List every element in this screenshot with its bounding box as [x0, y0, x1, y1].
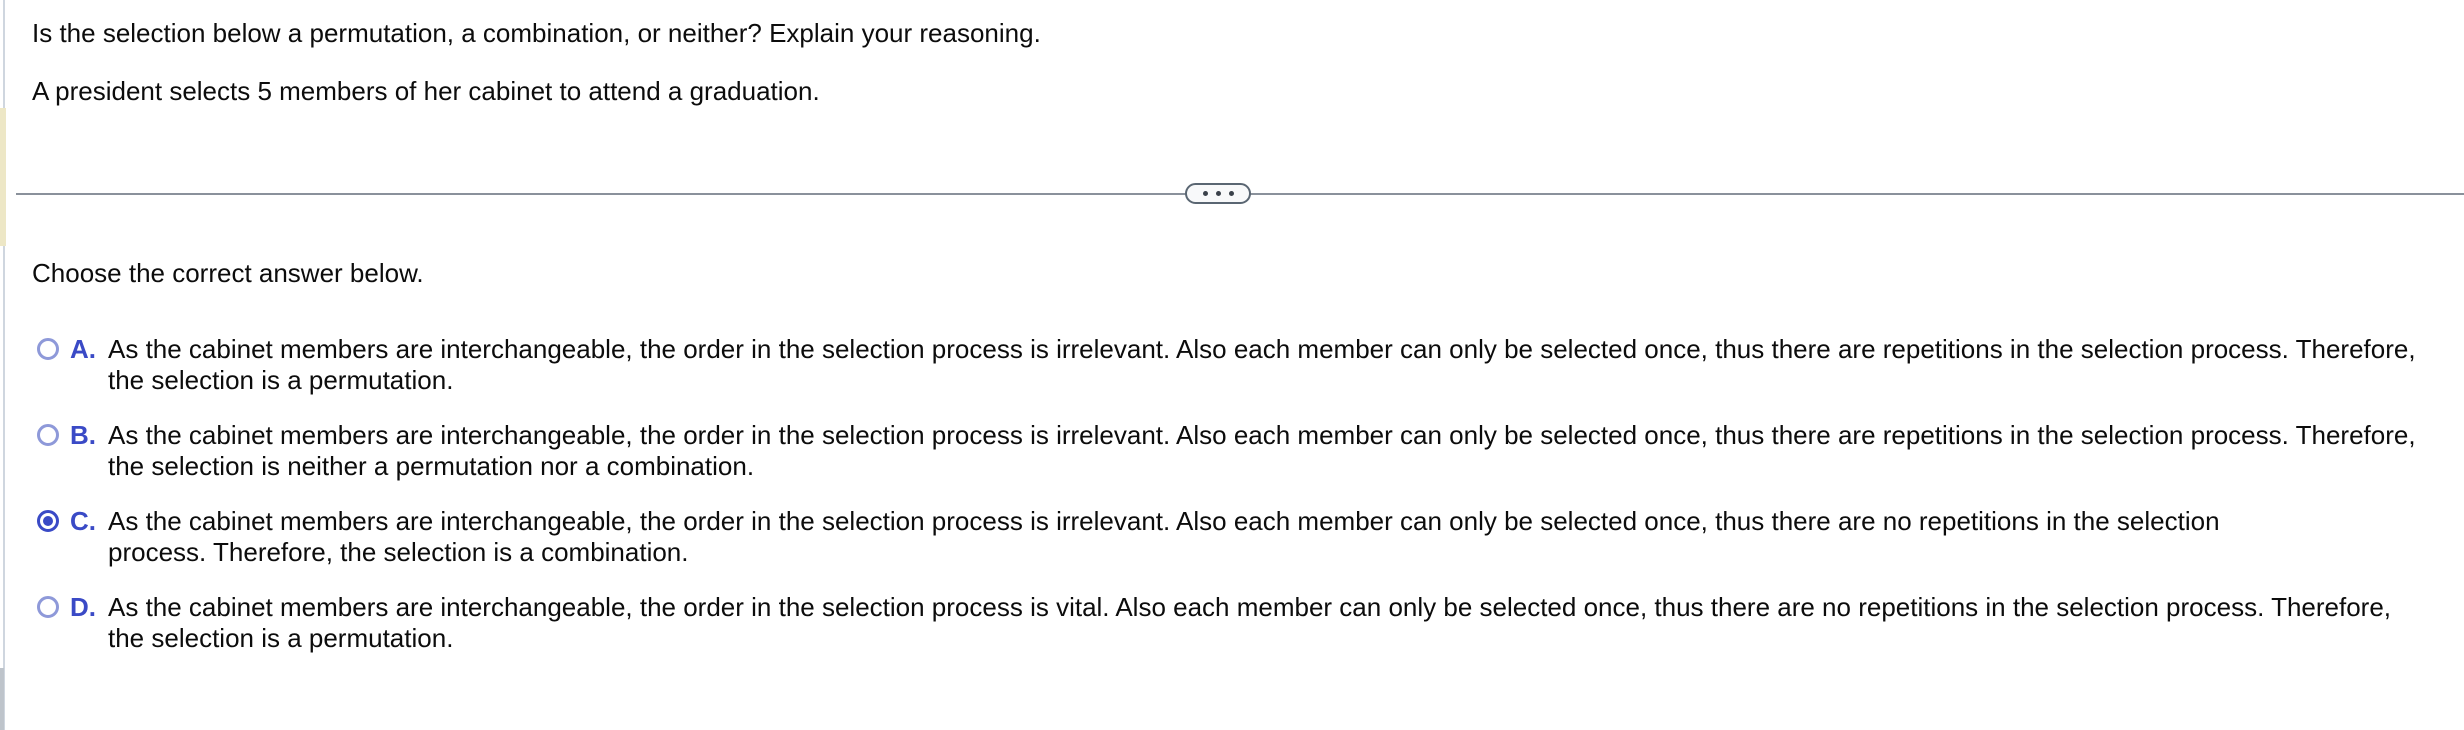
option-a-text-line-1: As the cabinet members are interchangeab…	[108, 334, 2416, 364]
option-a-text-line-2: the selection is a permutation.	[108, 365, 454, 395]
option-d-text-line-1: As the cabinet members are interchangeab…	[108, 592, 2392, 622]
question-prompt: Is the selection below a permutation, a …	[32, 18, 1041, 48]
option-row-a[interactable]: A. As the cabinet members are interchang…	[0, 334, 2464, 396]
instruction-text: Choose the correct answer below.	[32, 258, 424, 288]
option-row-b[interactable]: B. As the cabinet members are interchang…	[0, 420, 2464, 482]
option-c-text-line-2: process. Therefore, the selection is a c…	[108, 537, 689, 567]
option-letter-d: D.	[70, 592, 96, 622]
option-letter-a: A.	[70, 334, 96, 364]
option-d-text-line-2: the selection is a permutation.	[108, 623, 454, 653]
radio-button-c[interactable]	[37, 510, 59, 532]
radio-button-d[interactable]	[37, 596, 59, 618]
left-panel-border	[3, 0, 5, 730]
expand-collapse-button[interactable]	[1185, 183, 1251, 204]
ellipsis-icon	[1228, 191, 1234, 196]
question-scenario: A president selects 5 members of her cab…	[32, 76, 820, 106]
option-b-text-line-2: the selection is neither a permutation n…	[108, 451, 755, 481]
left-scrollbar-fragment	[0, 668, 4, 730]
option-letter-c: C.	[70, 506, 96, 536]
ellipsis-icon	[1215, 191, 1221, 196]
answer-options: A. As the cabinet members are interchang…	[0, 334, 2464, 678]
option-b-text-line-1: As the cabinet members are interchangeab…	[108, 420, 2416, 450]
option-row-d[interactable]: D. As the cabinet members are interchang…	[0, 592, 2464, 654]
radio-button-a[interactable]	[37, 338, 59, 360]
left-highlight-strip	[0, 108, 6, 246]
option-row-c[interactable]: C. As the cabinet members are interchang…	[0, 506, 2464, 568]
option-c-text-line-1: As the cabinet members are interchangeab…	[108, 506, 2220, 536]
radio-button-b[interactable]	[37, 424, 59, 446]
ellipsis-icon	[1202, 191, 1208, 196]
option-letter-b: B.	[70, 420, 96, 450]
